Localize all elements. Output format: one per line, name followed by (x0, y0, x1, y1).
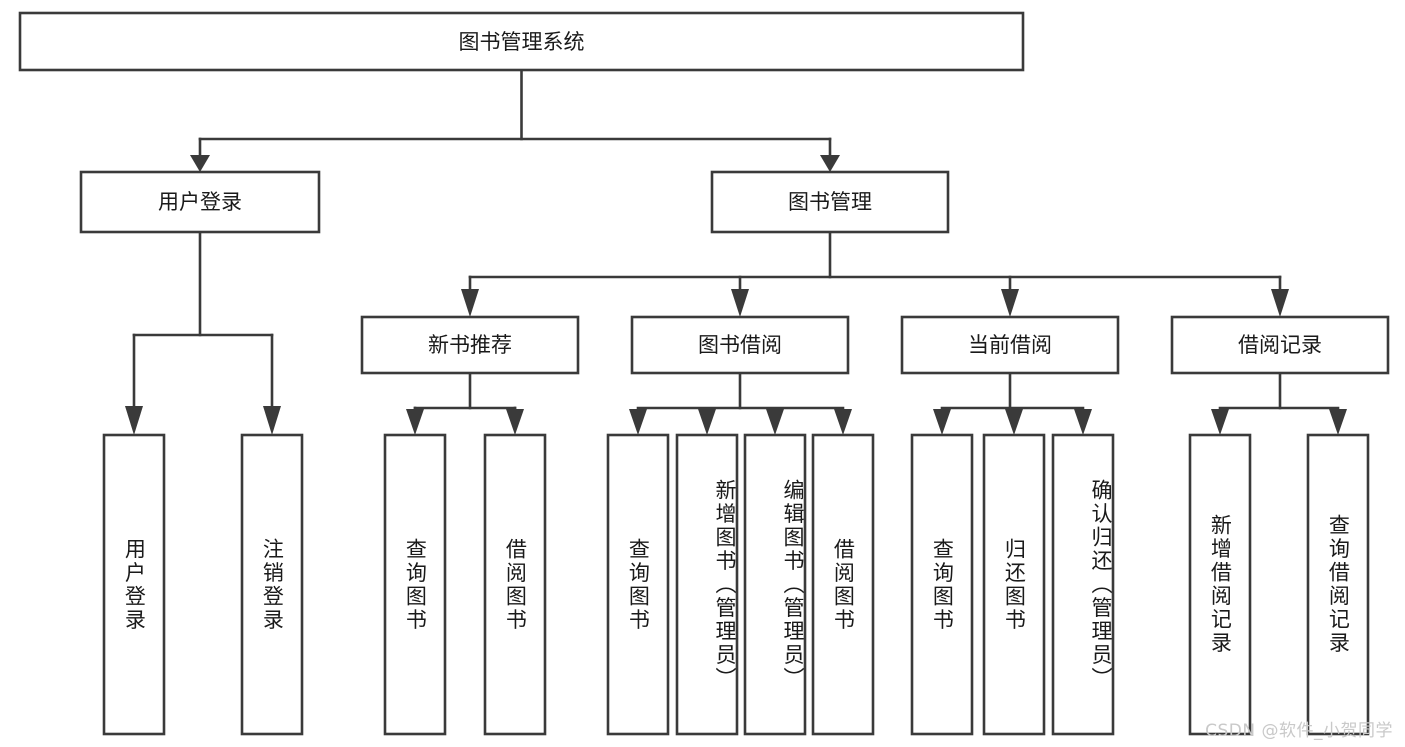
node-user-login-label: 用户登录 (158, 190, 242, 214)
arrow-to-leaf-return-book-icon (1005, 409, 1023, 435)
arrow-to-leaf-confirm-return-icon (1074, 409, 1092, 435)
node-book-manage-box[interactable] (710, 170, 950, 234)
arrow-to-leaf-add-record-icon (1211, 409, 1229, 435)
node-book-borrow[interactable]: 图书借阅 (630, 315, 850, 375)
edges-layer (125, 68, 1347, 435)
arrow-to-book-manage-icon (820, 155, 840, 172)
node-current-borrow[interactable]: 当前借阅 (900, 315, 1120, 375)
node-new-book-recommend-box[interactable] (360, 315, 580, 375)
node-leaf-query-record-box[interactable] (1306, 433, 1370, 736)
arrow-to-new-book-recommend-icon (461, 289, 479, 317)
node-new-book-recommend[interactable]: 新书推荐 (360, 315, 580, 375)
node-root[interactable]: 图书管理系统 (18, 11, 1025, 72)
node-leaf-borrow-book-box[interactable] (811, 433, 875, 736)
node-user-login-box[interactable] (79, 170, 321, 234)
arrow-to-leaf-query-book-rec-icon (406, 409, 424, 435)
node-root-box[interactable] (18, 11, 1025, 72)
arrow-to-leaf-query-book-borrow-icon (629, 409, 647, 435)
node-book-borrow-box[interactable] (630, 315, 850, 375)
arrow-to-leaf-user-login-icon (125, 406, 143, 435)
node-leaf-query-book-rec-box[interactable] (383, 433, 447, 736)
node-leaf-add-book-box[interactable] (675, 433, 739, 736)
arrow-to-leaf-add-book-icon (698, 409, 716, 435)
arrow-to-user-login-icon (190, 155, 210, 172)
node-leaf-return-book-box[interactable] (982, 433, 1046, 736)
node-leaf-borrow-book-rec-box[interactable] (483, 433, 547, 736)
arrow-to-leaf-query-book-current-icon (933, 409, 951, 435)
node-book-manage-label: 图书管理 (788, 190, 872, 214)
node-root-label: 图书管理系统 (459, 30, 585, 54)
node-borrow-record-label: 借阅记录 (1238, 333, 1322, 357)
node-new-book-recommend-label: 新书推荐 (428, 333, 512, 357)
node-leaf-query-book-borrow-box[interactable] (606, 433, 670, 736)
node-leaf-edit-book-box[interactable] (743, 433, 807, 736)
node-borrow-record-box[interactable] (1170, 315, 1390, 375)
node-leaf-user-login-box[interactable] (102, 433, 166, 736)
node-leaf-confirm-return-box[interactable] (1051, 433, 1115, 736)
node-leaf-logout-box[interactable] (240, 433, 304, 736)
node-leaf-query-book-current-box[interactable] (910, 433, 974, 736)
arrow-to-leaf-query-record-icon (1329, 409, 1347, 435)
node-user-login[interactable]: 用户登录 (79, 170, 321, 234)
arrow-to-current-borrow-icon (1001, 289, 1019, 317)
node-leaf-add-record-box[interactable] (1188, 433, 1252, 736)
node-book-borrow-label: 图书借阅 (698, 333, 782, 357)
node-current-borrow-label: 当前借阅 (968, 333, 1052, 357)
arrow-to-leaf-borrow-book-rec-icon (506, 409, 524, 435)
node-current-borrow-box[interactable] (900, 315, 1120, 375)
arrow-to-leaf-edit-book-icon (766, 409, 784, 435)
arrow-to-leaf-logout-icon (263, 406, 281, 435)
node-borrow-record[interactable]: 借阅记录 (1170, 315, 1390, 375)
arrow-to-book-borrow-icon (731, 289, 749, 317)
node-book-manage[interactable]: 图书管理 (710, 170, 950, 234)
csdn-watermark: CSDN @软件_小贺同学 (1205, 721, 1393, 741)
arrow-to-leaf-borrow-book-icon (834, 409, 852, 435)
nodes-layer: 图书管理系统 用户登录 图书管理 新书推荐 图书借阅 (18, 11, 1390, 736)
arrow-to-borrow-record-icon (1271, 289, 1289, 317)
